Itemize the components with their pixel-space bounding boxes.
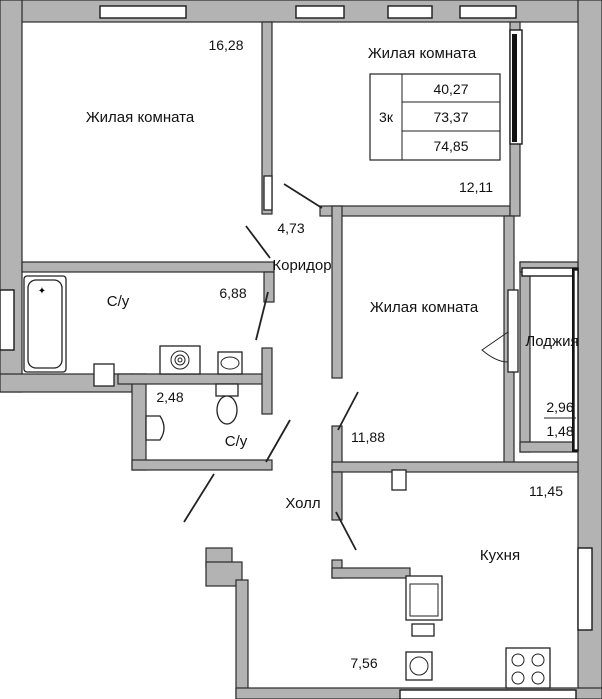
- total-area: 73,37: [433, 109, 468, 125]
- room-area: 7,56: [350, 655, 377, 671]
- room-area: 2,48: [156, 389, 183, 405]
- sink-icon: [217, 351, 243, 375]
- room-area: 16,28: [208, 37, 243, 53]
- boiler-icon: [405, 651, 433, 681]
- riser-icon: [93, 363, 115, 387]
- svg-text:✦: ✦: [38, 286, 46, 297]
- room-area: 6,88: [219, 285, 246, 301]
- windows: [0, 5, 593, 699]
- room-label: Лоджия: [525, 333, 578, 350]
- room-area: 2,96: [546, 399, 573, 415]
- stove-icon: [505, 647, 551, 689]
- living-area: 40,27: [433, 81, 468, 97]
- room-label: Кухня: [480, 547, 520, 564]
- room-label: Коридор: [272, 257, 331, 274]
- room-area: 12,11: [459, 179, 493, 195]
- room-label: Жилая комната: [370, 299, 479, 316]
- room-label: Жилая комната: [86, 109, 195, 126]
- room-area: 11,45: [529, 483, 563, 499]
- kitchen-sink-icon: [405, 575, 443, 637]
- room-label: С/у: [107, 293, 130, 310]
- toilet-icon: [215, 383, 239, 425]
- wc-sink-icon: [145, 415, 165, 441]
- fixtures: ✦: [23, 175, 551, 689]
- washing-machine-icon: [159, 345, 201, 375]
- bedroom-radiator: [263, 175, 273, 211]
- room-label: Жилая комната: [368, 45, 477, 62]
- doors: [183, 183, 519, 551]
- room-reduced-area: 1,48: [546, 423, 573, 439]
- room-count: 3к: [379, 109, 394, 125]
- room-area: 11,88: [351, 429, 385, 445]
- area-summary-table: 3к 40,27 73,37 74,85: [369, 73, 501, 161]
- room-labels: Жилая комната 16,28 Жилая комната 12,11 …: [86, 37, 579, 671]
- room-label: С/у: [225, 433, 248, 450]
- vent-icon: [391, 469, 407, 491]
- room-label: Холл: [285, 495, 320, 512]
- area-with-loggia: 74,85: [433, 138, 468, 154]
- room-area: 4,73: [277, 220, 304, 236]
